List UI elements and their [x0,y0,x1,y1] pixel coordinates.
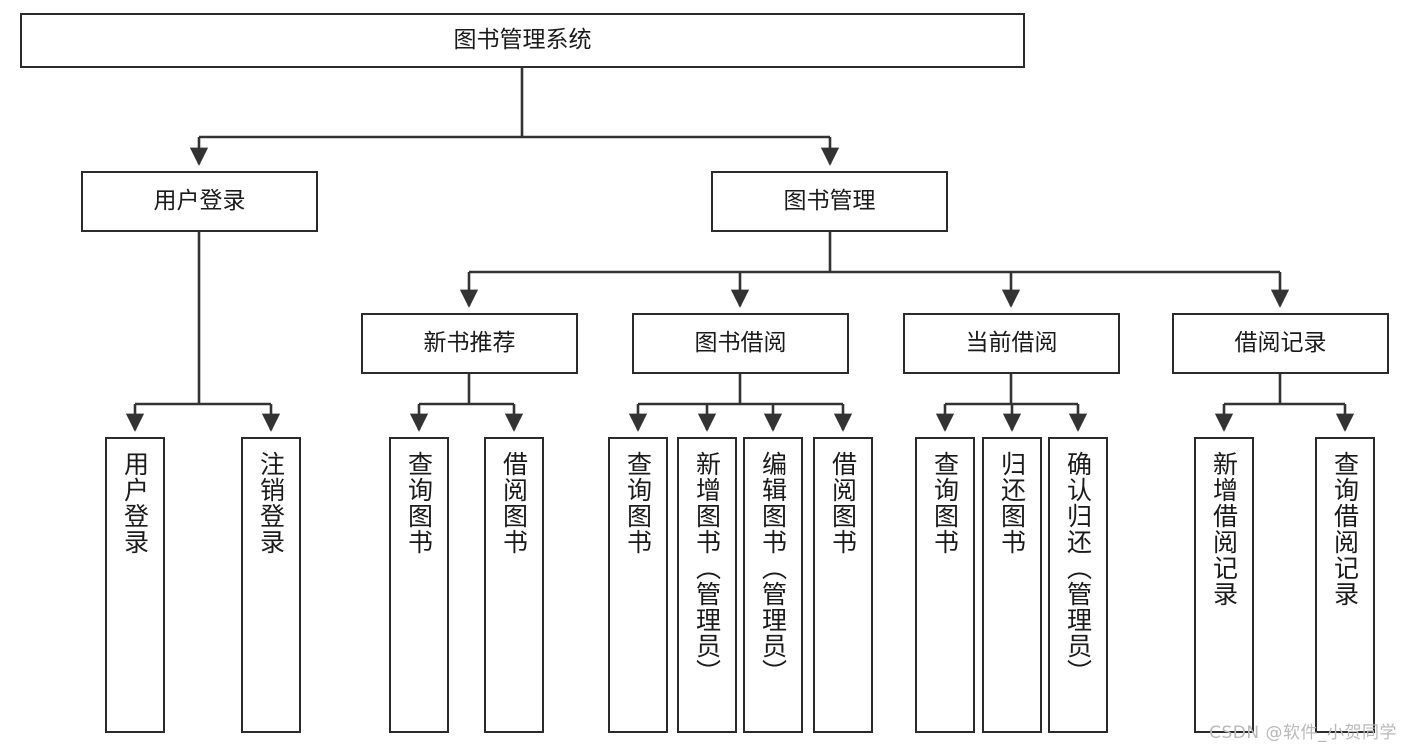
leaf-user-login-signin[interactable]: 用户登录 [105,437,165,733]
leaf-record-add-record[interactable]: 新增借阅记录 [1194,437,1254,733]
node-label: 查询图书 [623,451,653,555]
node-label: 注销登录 [256,451,286,555]
node-label: 当前借阅 [965,329,1058,356]
node-label: 查询借阅记录 [1330,451,1360,607]
node-label: 查询图书 [404,451,434,555]
leaf-recommend-query-book[interactable]: 查询图书 [389,437,449,733]
csdn-watermark: CSDN @软件_小贺同学 [1209,723,1397,743]
node-label: 归还图书 [997,451,1027,555]
node-current-borrow[interactable]: 当前借阅 [903,313,1120,374]
node-label: 图书借阅 [694,329,787,356]
leaf-current-query-book[interactable]: 查询图书 [915,437,975,733]
node-label: 图书管理 [783,187,876,214]
node-label: 查询图书 [930,451,960,555]
node-user-login[interactable]: 用户登录 [81,171,318,232]
node-label: 图书管理系统 [453,26,592,53]
node-book-management[interactable]: 图书管理 [711,171,948,232]
node-label: 用户登录 [153,187,246,214]
node-book-borrow[interactable]: 图书借阅 [632,313,849,374]
leaf-record-query-record[interactable]: 查询借阅记录 [1315,437,1375,733]
leaf-borrow-borrow-book[interactable]: 借阅图书 [813,437,873,733]
node-label: 新书推荐 [423,329,516,356]
leaf-borrow-query-book[interactable]: 查询图书 [608,437,668,733]
node-label: 用户登录 [120,451,150,555]
node-label: 确认归还（管理员） [1063,451,1093,685]
leaf-borrow-add-book-admin[interactable]: 新增图书（管理员） [677,437,737,733]
leaf-borrow-edit-book-admin[interactable]: 编辑图书（管理员） [743,437,803,733]
node-label: 新增借阅记录 [1209,451,1239,607]
node-label: 借阅图书 [828,451,858,555]
node-label: 编辑图书（管理员） [758,451,788,685]
node-label: 新增图书（管理员） [692,451,722,685]
leaf-recommend-borrow-book[interactable]: 借阅图书 [484,437,544,733]
leaf-current-return-book[interactable]: 归还图书 [982,437,1042,733]
node-new-book-recommend[interactable]: 新书推荐 [361,313,578,374]
node-root-system[interactable]: 图书管理系统 [20,13,1025,68]
leaf-current-confirm-return-admin[interactable]: 确认归还（管理员） [1048,437,1108,733]
leaf-user-login-signout[interactable]: 注销登录 [241,437,301,733]
node-label: 借阅图书 [499,451,529,555]
node-label: 借阅记录 [1234,329,1327,356]
node-borrow-record[interactable]: 借阅记录 [1172,313,1389,374]
